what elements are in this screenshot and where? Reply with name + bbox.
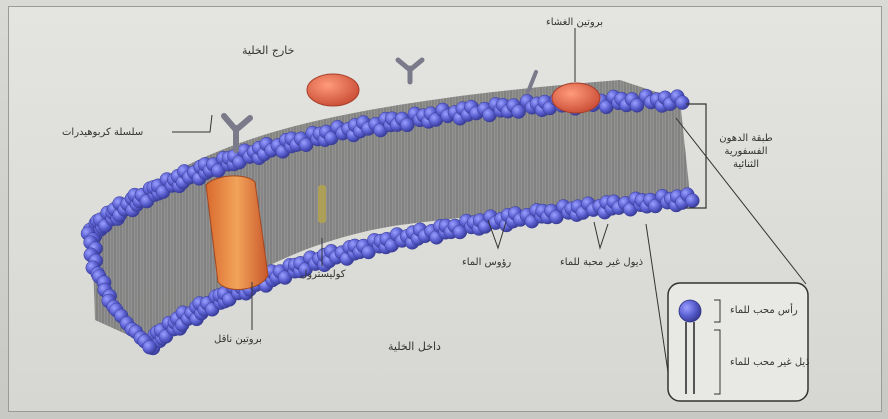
label-inset-tail: ذيل غير محب للماء bbox=[730, 356, 810, 369]
cholesterol-molecule bbox=[318, 185, 326, 223]
peripheral-protein-left bbox=[307, 74, 359, 106]
membrane-protein bbox=[552, 83, 600, 113]
carbohydrate-y-2 bbox=[398, 60, 422, 82]
label-outside-cell: خارج الخلية bbox=[242, 44, 294, 57]
label-hydrophobic-tails: ذيول غير محبة للماء bbox=[560, 256, 643, 269]
label-glycoprotein-chain: سلسلة كربوهيدرات bbox=[62, 126, 143, 139]
label-inside-cell: داخل الخلية bbox=[388, 340, 441, 353]
phospholipid-head bbox=[675, 96, 689, 110]
phospholipid-head bbox=[685, 194, 699, 208]
label-hydrophilic-heads: رؤوس الماء bbox=[462, 256, 511, 269]
label-channel-protein: بروتين ناقل bbox=[214, 333, 262, 346]
label-membrane-protein: بروتين الغشاء bbox=[546, 16, 603, 29]
label-inset-head: رأس محب للماء bbox=[730, 304, 798, 317]
label-cholesterol: كوليسترول bbox=[300, 268, 346, 281]
label-phospholipid-bilayer: طبقة الدهون الفسفورية الثنائية bbox=[716, 132, 776, 171]
phospholipid-head bbox=[143, 340, 157, 354]
